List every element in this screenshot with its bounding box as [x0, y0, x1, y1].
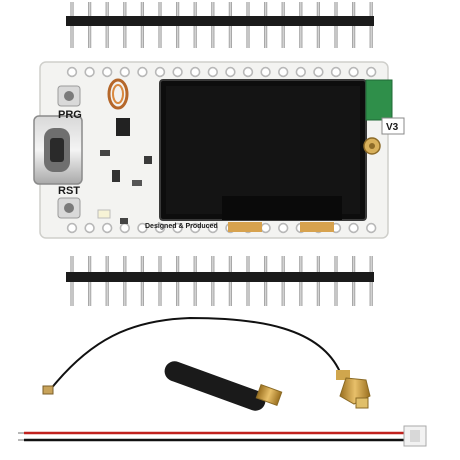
dev-board: PRG RST V3 [33, 61, 405, 239]
smd-component [100, 150, 110, 156]
chip-component [116, 118, 130, 136]
sma-connector [336, 370, 371, 409]
smd-component [132, 180, 142, 186]
ipex-connector [363, 137, 381, 155]
pin-hole [101, 66, 113, 78]
smd-component [112, 170, 120, 182]
prg-button [57, 85, 81, 107]
smd-component [144, 156, 152, 164]
ufl-connector [42, 385, 54, 395]
bottom-pin-header [66, 256, 374, 306]
pin-hole [260, 66, 271, 78]
pin-hole [119, 66, 131, 78]
pin-hole [154, 222, 166, 234]
pin-hole [66, 222, 78, 234]
pin-hole [137, 66, 148, 78]
pin-hole [366, 66, 377, 78]
led-component [97, 209, 111, 219]
pin-hole [190, 222, 201, 234]
battery-cable [18, 425, 427, 447]
pin-hole [242, 66, 254, 78]
prg-label: PRG [58, 109, 82, 121]
pin-hole [119, 222, 131, 234]
smd-component [120, 218, 128, 224]
pin-hole [278, 222, 289, 234]
pin-hole [260, 222, 271, 234]
pin-hole [84, 66, 95, 78]
pin-hole [225, 66, 236, 78]
coax-pigtail [42, 316, 371, 409]
pin-hole [207, 222, 219, 234]
usb-c-port [33, 115, 83, 185]
pin-hole [207, 66, 219, 78]
bottom-header-plastic [66, 272, 374, 282]
stub-antenna [164, 361, 283, 411]
oled-screen [159, 79, 367, 232]
pin-hole [330, 66, 342, 78]
pin-hole [295, 66, 306, 78]
antenna-chip [365, 79, 393, 121]
rst-button [57, 197, 81, 219]
pin-hole [154, 66, 166, 78]
rst-label: RST [58, 185, 80, 197]
pin-hole [348, 66, 359, 78]
top-pin-header [66, 2, 374, 48]
pin-hole [348, 222, 359, 234]
pin-hole [172, 222, 183, 234]
top-header-plastic [66, 16, 374, 26]
copper-coil [107, 78, 129, 110]
pin-hole [313, 66, 324, 78]
version-badge [381, 117, 405, 135]
pin-hole [66, 66, 78, 78]
version-label: V3 [386, 122, 399, 133]
pin-hole [137, 222, 148, 234]
pin-hole [366, 222, 377, 234]
pin-hole [172, 66, 183, 78]
credit-text: Designed & Produced [145, 223, 218, 230]
pin-hole [101, 222, 113, 234]
pin-hole [190, 66, 201, 78]
pin-hole [84, 222, 95, 234]
pin-hole [278, 66, 289, 78]
